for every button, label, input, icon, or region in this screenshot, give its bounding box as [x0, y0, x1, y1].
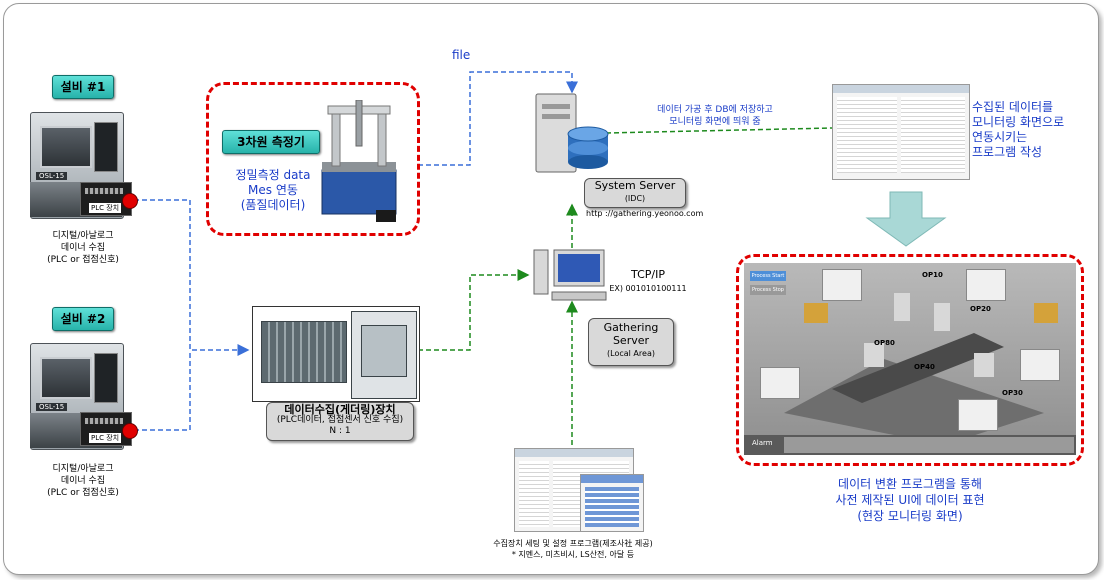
equipment-2-collect-text: 디지털/아날로그 데이너 수집 (PLC or 접점신호) [47, 464, 119, 498]
setup-program-text: 수집장치 세팅 및 설정 프로그램(제조사社 제공) * 지멘스, 미츠비시, … [493, 539, 653, 559]
monitor-program-screenshot [832, 84, 970, 180]
collector-caption: 데이터수집(게더링)장치 (PLC데이터, 접점센서 신호 수집) N : 1 [266, 402, 414, 441]
gathering-computer-icon [533, 249, 607, 301]
wire-collector [418, 269, 530, 351]
plc-2-connector [122, 423, 138, 439]
op80-label: OP80 [874, 339, 895, 347]
machine-2-model: OSL-15 [36, 403, 68, 411]
process-stop-button[interactable]: Process Stop [750, 285, 786, 295]
process-start-button[interactable]: Process Start [750, 271, 786, 281]
file-label: file [452, 48, 471, 62]
wire-server-monitor [605, 127, 833, 134]
op40-label: OP40 [914, 363, 935, 371]
plc-1-connector [122, 193, 138, 209]
measurement-tag: 3차원 측정기 [222, 130, 320, 154]
op30-label: OP30 [1002, 389, 1023, 397]
collector-image [252, 306, 420, 402]
down-arrow-icon [865, 191, 947, 247]
tcp-text: TCP/IP EX) 001010100111 [609, 268, 687, 293]
status-panel-1 [822, 269, 862, 301]
gathering-server-box: Gathering Server (Local Area) [588, 318, 674, 366]
status-panel-4 [1020, 349, 1060, 381]
status-panel-2 [966, 269, 1006, 301]
measurement-text: 정밀측정 data Mes 연동 (품질데이터) [235, 168, 311, 212]
alarm-label: Alarm [752, 439, 773, 447]
measurement-group [206, 82, 420, 236]
server-note: 데이터 가공 후 DB에 저장하고 모니터링 화면에 띄워 줌 [657, 105, 773, 127]
monitoring-display-group [736, 254, 1084, 466]
wire-eq2 [134, 350, 191, 431]
equipment-1-collect-text: 디지털/아날로그 데이너 수집 (PLC or 접점신호) [47, 231, 119, 265]
cmm-machine-icon [321, 100, 397, 222]
server-icon [535, 93, 609, 173]
server-url: http ://gathering.yeonoo.com [586, 209, 704, 218]
monitoring-screen: Process Start Process Stop OP10 OP20 OP8… [744, 263, 1076, 455]
wire-file [418, 71, 578, 166]
setup-program-screenshot-2 [580, 474, 644, 532]
status-panel-3 [760, 367, 800, 399]
display-caption: 데이터 변환 프로그램을 통해 사전 제작된 UI에 데이터 표현 (현장 모니… [835, 477, 985, 523]
monitor-program-note: 수집된 데이터를 모니터링 화면으로 연동시키는 프로그램 작성 [972, 100, 1065, 159]
wire-eq1 [134, 199, 250, 356]
status-panel-5 [958, 399, 998, 431]
equipment-1-tag: 설비 #1 [52, 75, 114, 99]
machine-1-model: OSL-15 [36, 172, 68, 180]
equipment-2-tag: 설비 #2 [52, 307, 114, 331]
system-server-box: System Server (IDC) [584, 178, 686, 208]
op10-label: OP10 [922, 271, 943, 279]
op20-label: OP20 [970, 305, 991, 313]
